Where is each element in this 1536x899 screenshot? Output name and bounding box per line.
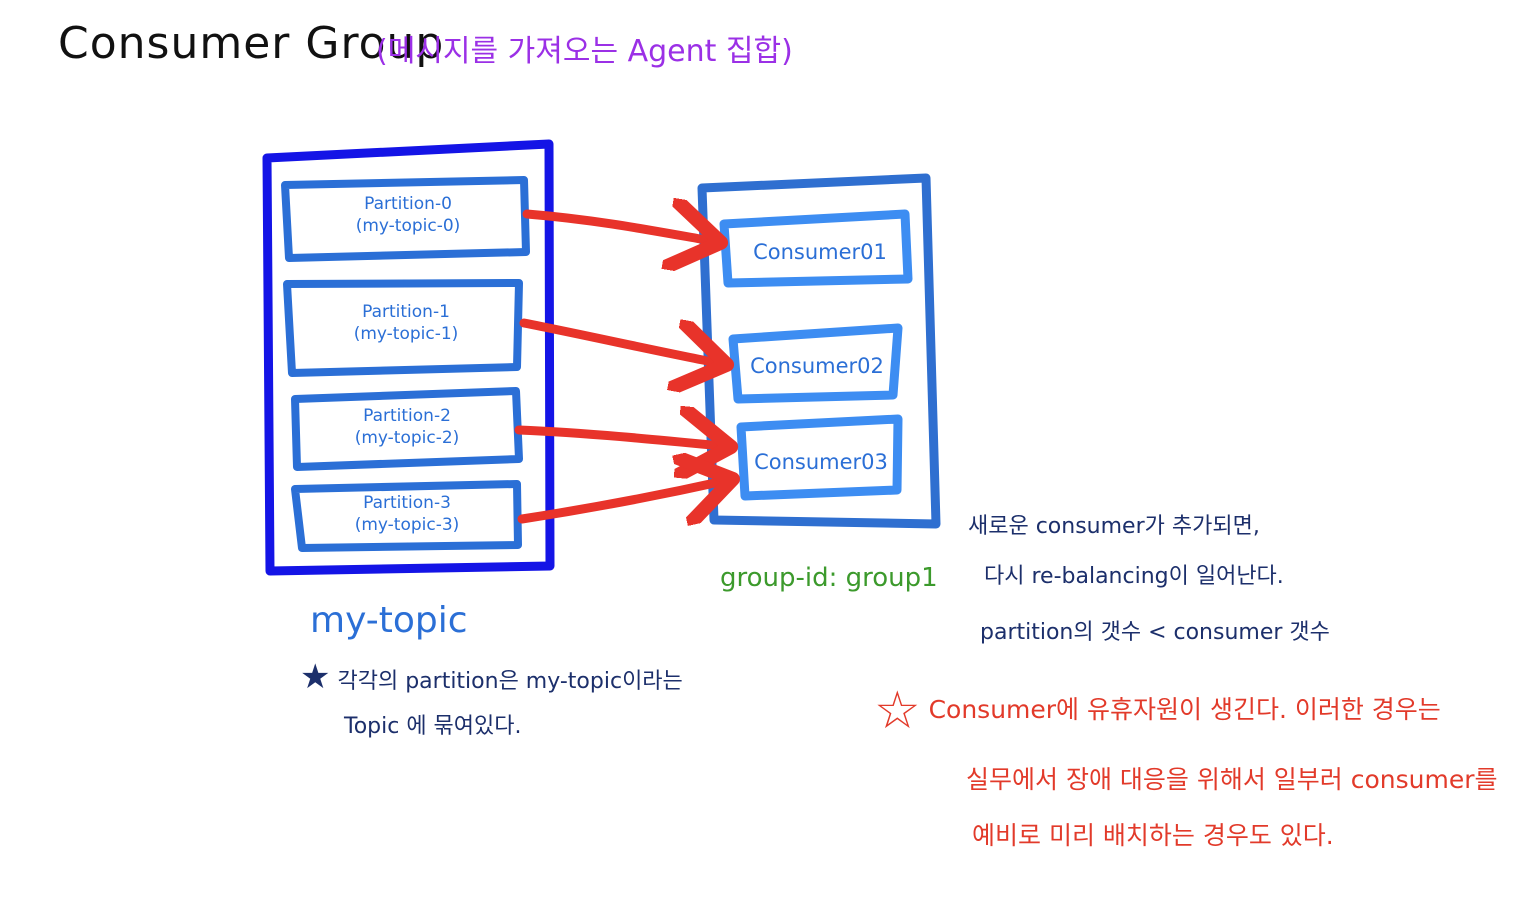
partition-box-1 <box>283 279 523 377</box>
partition-label-2: Partition-2 (my-topic-2) <box>304 405 510 449</box>
rebalance-note-line2: 다시 re-balancing이 일어난다. <box>984 564 1284 589</box>
consumer-box-2 <box>728 323 903 404</box>
diagram-title: Consumer Group <box>58 18 445 69</box>
partition-box-2 <box>291 387 523 471</box>
idle-note-line2: 실무에서 장애 대응을 위해서 일부러 consumer를 <box>966 765 1498 794</box>
rebalance-note-line1: 새로운 consumer가 추가되면, <box>968 514 1260 539</box>
consumer-label-2: Consumer02 <box>750 354 884 378</box>
partition-label-3: Partition-3 (my-topic-3) <box>304 492 510 536</box>
consumer-box-3 <box>736 414 903 501</box>
partition-sub: (my-topic-3) <box>354 515 460 535</box>
idle-note-line3: 예비로 미리 배치하는 경우도 있다. <box>972 821 1334 850</box>
partition-box-3 <box>291 480 522 552</box>
partition-name: Partition-2 <box>363 406 451 426</box>
star-outline-icon: ☆ <box>874 681 921 741</box>
partition-name: Partition-1 <box>362 302 450 322</box>
diagram-subtitle: (메시지를 가져오는 Agent 집합) <box>376 34 793 69</box>
arrow-partition0-consumer01 <box>522 214 712 241</box>
partition-name: Partition-3 <box>363 493 451 513</box>
idle-note: ☆ Consumer에 유휴자원이 생긴다. 이러한 경우는 <box>874 685 1441 737</box>
arrow-partition1-consumer02 <box>519 318 718 363</box>
partition-name: Partition-0 <box>364 194 452 214</box>
consumer-label-3: Consumer03 <box>754 450 888 474</box>
arrow-partition3-consumer03 <box>517 481 724 519</box>
partition-consumer-compare: partition의 갯수 < consumer 갯수 <box>980 620 1330 645</box>
consumer-label-1: Consumer01 <box>753 240 887 264</box>
star-icon: ★ <box>300 657 331 697</box>
partition-sub: (my-topic-0) <box>355 216 461 236</box>
group-id-label: group-id: group1 <box>720 563 938 593</box>
topic-note-line1: 각각의 partition은 my-topic이라는 <box>337 669 683 694</box>
topic-box <box>262 139 555 576</box>
topic-name: my-topic <box>310 600 468 641</box>
partition-label-1: Partition-1 (my-topic-1) <box>300 301 512 345</box>
arrow-partition2-consumer03 <box>514 430 722 446</box>
topic-note: ★ 각각의 partition은 my-topic이라는 <box>300 660 683 695</box>
partition-box-0 <box>281 176 530 262</box>
partition-sub: (my-topic-2) <box>354 428 460 448</box>
partition-label-0: Partition-0 (my-topic-0) <box>300 193 516 237</box>
partition-sub: (my-topic-1) <box>353 324 459 344</box>
topic-note-line2: Topic 에 묶여있다. <box>344 714 522 739</box>
idle-note-line1: Consumer에 유휴자원이 생긴다. 이러한 경우는 <box>928 695 1441 724</box>
